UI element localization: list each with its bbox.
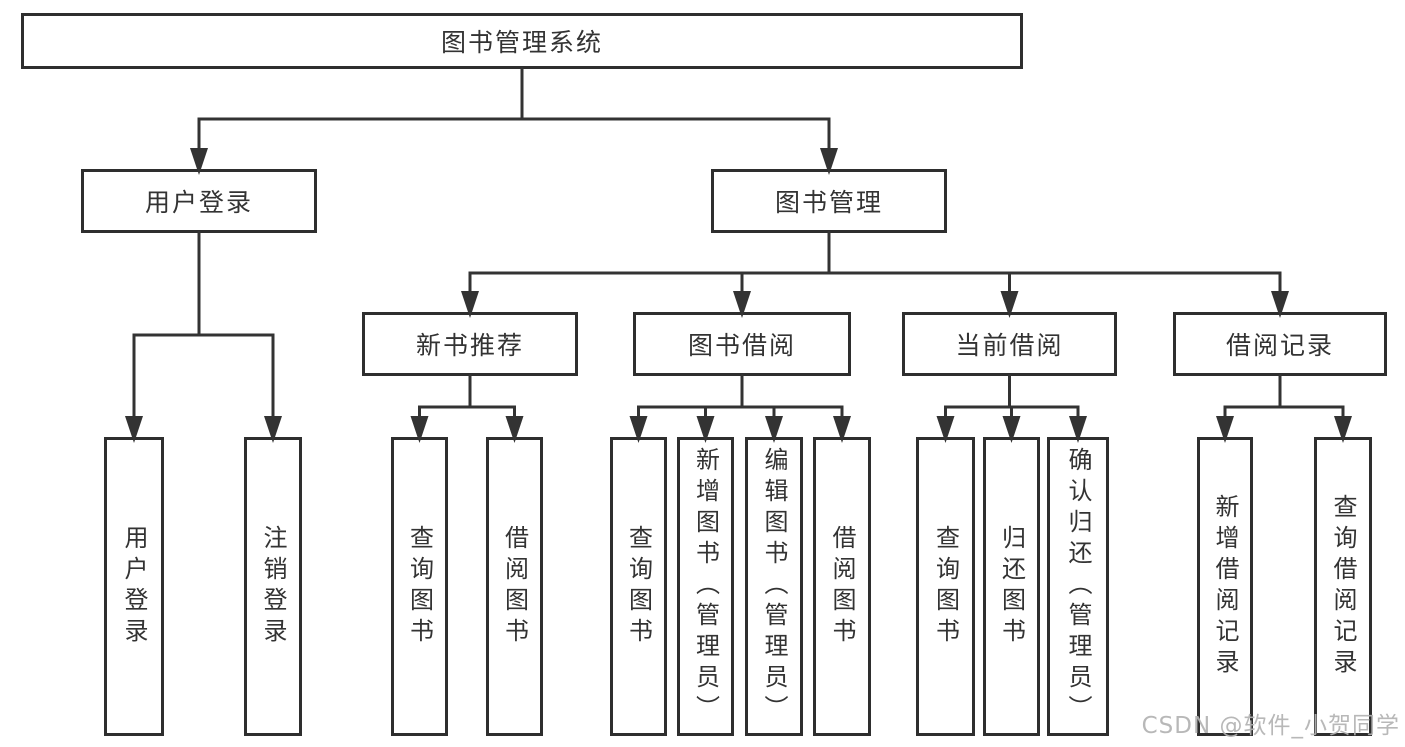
node-new-book-recommend: 新书推荐	[362, 312, 578, 376]
node-cb-query-book-label: 查询图书	[931, 524, 960, 649]
node-current-borrow-label: 当前借阅	[955, 331, 1064, 360]
node-user-login-leaf: 用户登录	[104, 437, 164, 736]
node-cb-confirm-return-admin-label: 确认归还（管理员）	[1064, 447, 1092, 726]
node-br-query-record: 查询借阅记录	[1314, 437, 1372, 736]
node-new-book-recommend-label: 新书推荐	[415, 331, 524, 360]
node-nb-query-book: 查询图书	[391, 437, 448, 736]
node-user-login: 用户登录	[81, 169, 317, 233]
node-bb-add-book-admin-label: 新增图书（管理员）	[691, 447, 720, 726]
csdn-watermark: CSDN @软件_小贺同学	[1141, 713, 1400, 739]
node-library-system-label: 图书管理系统	[440, 28, 603, 57]
node-borrow-records: 借阅记录	[1173, 312, 1387, 376]
node-br-add-record: 新增借阅记录	[1197, 437, 1253, 736]
node-logout-leaf: 注销登录	[244, 437, 302, 736]
node-bb-edit-book-admin: 编辑图书（管理员）	[745, 437, 803, 736]
node-current-borrow: 当前借阅	[902, 312, 1117, 376]
node-logout-leaf-label: 注销登录	[259, 524, 287, 649]
node-bb-borrow-book-label: 借阅图书	[828, 524, 856, 649]
node-bb-query-book: 查询图书	[610, 437, 667, 736]
node-user-login-label: 用户登录	[144, 188, 253, 217]
node-cb-confirm-return-admin: 确认归还（管理员）	[1047, 437, 1109, 736]
node-bb-add-book-admin: 新增图书（管理员）	[677, 437, 734, 736]
node-book-borrow: 图书借阅	[633, 312, 851, 376]
node-nb-query-book-label: 查询图书	[405, 524, 434, 649]
node-cb-query-book: 查询图书	[916, 437, 975, 736]
node-br-query-record-label: 查询借阅记录	[1329, 493, 1357, 680]
node-book-mgmt: 图书管理	[711, 169, 947, 233]
node-bb-query-book-label: 查询图书	[624, 524, 653, 649]
node-cb-return-book-label: 归还图书	[997, 524, 1026, 649]
node-borrow-records-label: 借阅记录	[1225, 331, 1334, 360]
node-library-system: 图书管理系统	[21, 13, 1023, 69]
node-cb-return-book: 归还图书	[983, 437, 1040, 736]
node-br-add-record-label: 新增借阅记录	[1211, 493, 1239, 680]
node-bb-borrow-book: 借阅图书	[813, 437, 871, 736]
node-bb-edit-book-admin-label: 编辑图书（管理员）	[760, 447, 788, 726]
node-nb-borrow-book: 借阅图书	[486, 437, 543, 736]
node-book-mgmt-label: 图书管理	[774, 188, 883, 217]
node-user-login-leaf-label: 用户登录	[120, 524, 148, 649]
node-nb-borrow-book-label: 借阅图书	[500, 524, 529, 649]
node-book-borrow-label: 图书借阅	[687, 331, 796, 360]
